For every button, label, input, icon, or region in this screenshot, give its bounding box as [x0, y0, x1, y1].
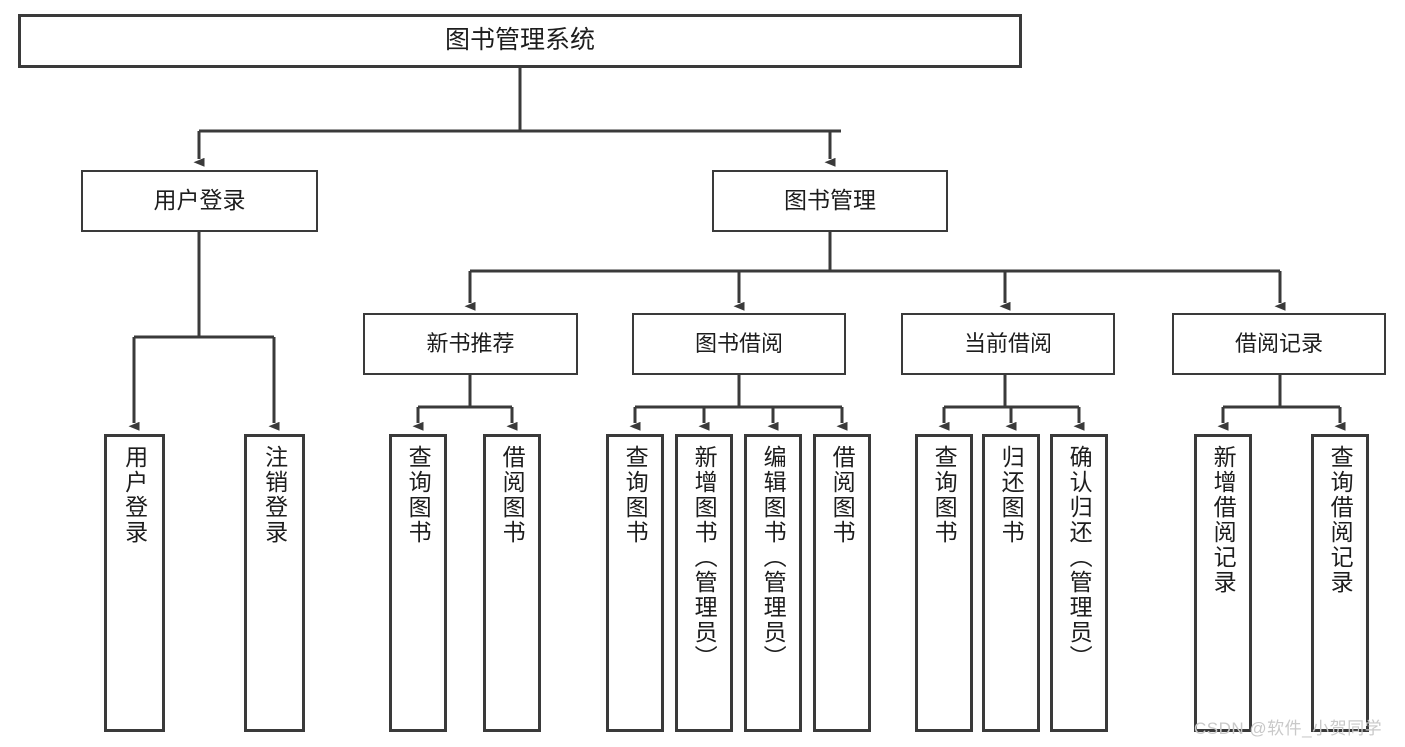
node-leaf-borrow-book-2-label: 借阅图书 — [829, 445, 856, 545]
node-leaf-add-book-admin[interactable]: 新增图书（管理员） — [675, 434, 733, 732]
node-leaf-borrow-book-1[interactable]: 借阅图书 — [483, 434, 541, 732]
node-leaf-add-book-admin-label: 新增图书（管理员） — [691, 445, 718, 670]
node-leaf-confirm-return-admin[interactable]: 确认归还（管理员） — [1050, 434, 1108, 732]
node-borrow-record[interactable]: 借阅记录 — [1172, 313, 1386, 375]
node-leaf-add-borrow-record[interactable]: 新增借阅记录 — [1194, 434, 1252, 732]
node-book-management-label: 图书管理 — [784, 187, 876, 214]
node-new-book-recommend[interactable]: 新书推荐 — [363, 313, 578, 375]
node-user-login-label: 用户登录 — [153, 187, 246, 214]
node-current-borrow[interactable]: 当前借阅 — [901, 313, 1115, 375]
node-leaf-logout-login[interactable]: 注销登录 — [244, 434, 305, 732]
node-leaf-edit-book-admin-label: 编辑图书（管理员） — [760, 445, 787, 670]
node-book-borrow[interactable]: 图书借阅 — [632, 313, 846, 375]
node-new-book-recommend-label: 新书推荐 — [426, 331, 515, 357]
node-leaf-query-borrow-record[interactable]: 查询借阅记录 — [1311, 434, 1369, 732]
node-book-management[interactable]: 图书管理 — [712, 170, 948, 232]
node-root[interactable]: 图书管理系统 — [18, 14, 1022, 68]
node-book-borrow-label: 图书借阅 — [694, 331, 783, 357]
node-leaf-return-book[interactable]: 归还图书 — [982, 434, 1040, 732]
node-root-label: 图书管理系统 — [444, 26, 595, 55]
node-leaf-add-borrow-record-label: 新增借阅记录 — [1210, 445, 1237, 595]
node-leaf-borrow-book-1-label: 借阅图书 — [499, 445, 526, 545]
node-leaf-query-borrow-record-label: 查询借阅记录 — [1327, 445, 1354, 595]
node-leaf-confirm-return-admin-label: 确认归还（管理员） — [1066, 445, 1093, 670]
node-leaf-return-book-label: 归还图书 — [998, 445, 1025, 545]
node-borrow-record-label: 借阅记录 — [1234, 331, 1323, 357]
node-user-login[interactable]: 用户登录 — [81, 170, 318, 232]
csdn-watermark: CSDN @软件_小贺同学 — [1194, 719, 1383, 738]
node-current-borrow-label: 当前借阅 — [963, 331, 1052, 357]
node-leaf-query-book-2[interactable]: 查询图书 — [606, 434, 664, 732]
node-leaf-borrow-book-2[interactable]: 借阅图书 — [813, 434, 871, 732]
node-leaf-user-login[interactable]: 用户登录 — [104, 434, 165, 732]
node-leaf-query-book-3[interactable]: 查询图书 — [915, 434, 973, 732]
node-leaf-edit-book-admin[interactable]: 编辑图书（管理员） — [744, 434, 802, 732]
node-leaf-query-book-2-label: 查询图书 — [622, 445, 649, 545]
node-leaf-query-book-1[interactable]: 查询图书 — [389, 434, 447, 732]
node-leaf-logout-login-label: 注销登录 — [261, 445, 288, 545]
node-leaf-query-book-1-label: 查询图书 — [405, 445, 432, 545]
node-leaf-user-login-label: 用户登录 — [121, 445, 148, 545]
node-leaf-query-book-3-label: 查询图书 — [931, 445, 958, 545]
